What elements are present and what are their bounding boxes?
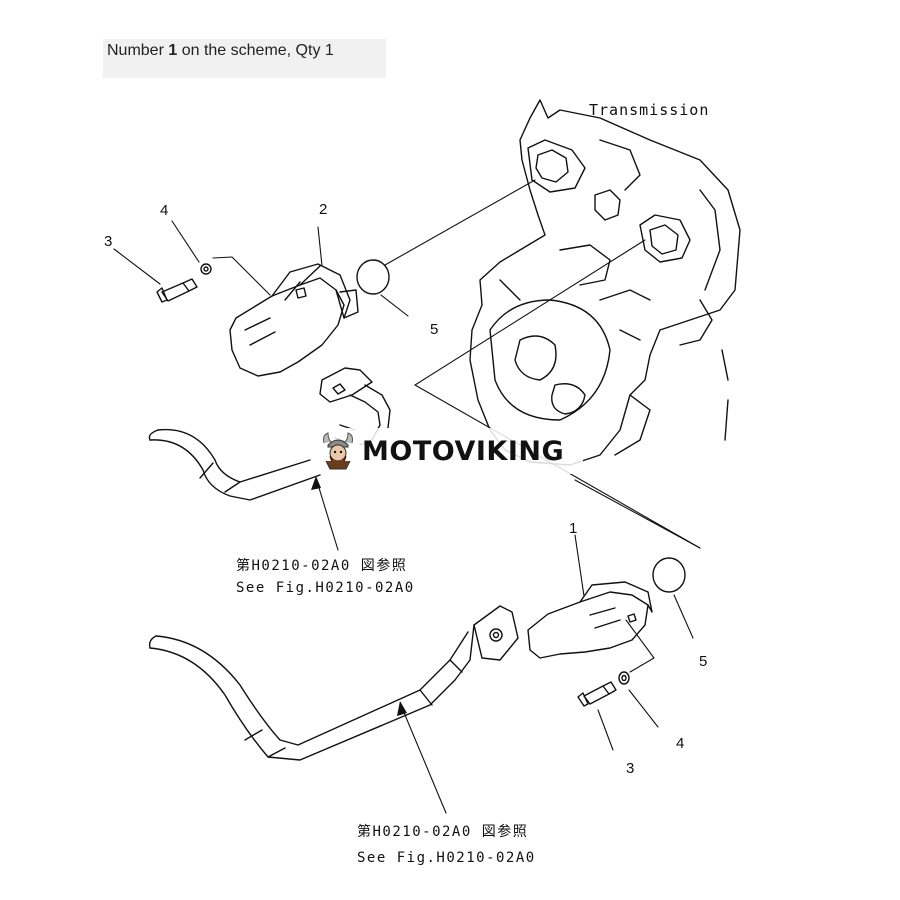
transmission-label: Transmission bbox=[589, 101, 709, 119]
caption-suffix: on the scheme, Qty 1 bbox=[177, 42, 334, 59]
caption-box: Number 1 on the scheme, Qty 1 bbox=[103, 39, 386, 78]
watermark-text: MOTOVIKING bbox=[362, 435, 565, 467]
callout-5-bottom: 5 bbox=[699, 653, 707, 670]
callout-3-top: 3 bbox=[104, 233, 112, 250]
reference-bottom-japanese: 第H0210-02A0 図参照 bbox=[357, 823, 528, 840]
leader-lines bbox=[113, 179, 701, 814]
caption-text: Number 1 on the scheme, Qty 1 bbox=[107, 42, 334, 60]
callout-5-top: 5 bbox=[430, 321, 438, 338]
bottom-pump-assembly bbox=[473, 557, 686, 707]
arrow-heads bbox=[311, 476, 407, 716]
callout-4-top: 4 bbox=[160, 202, 168, 219]
top-hose bbox=[148, 428, 321, 501]
top-pump-assembly bbox=[156, 259, 391, 446]
callout-1-bottom: 1 bbox=[569, 520, 577, 537]
callout-4-bottom: 4 bbox=[676, 735, 684, 752]
callout-3-bottom: 3 bbox=[626, 760, 634, 777]
caption-number: 1 bbox=[168, 42, 178, 59]
watermark: MOTOVIKING bbox=[313, 428, 583, 474]
reference-top-japanese: 第H0210-02A0 図参照 bbox=[236, 557, 407, 574]
bottom-hose bbox=[148, 624, 475, 761]
callout-2-top: 2 bbox=[319, 201, 327, 218]
caption-prefix: Number bbox=[107, 42, 169, 59]
reference-bottom-english: See Fig.H0210-02A0 bbox=[357, 850, 536, 866]
reference-top-english: See Fig.H0210-02A0 bbox=[236, 580, 415, 596]
viking-mascot-icon bbox=[318, 431, 358, 471]
transmission-housing bbox=[469, 99, 741, 466]
